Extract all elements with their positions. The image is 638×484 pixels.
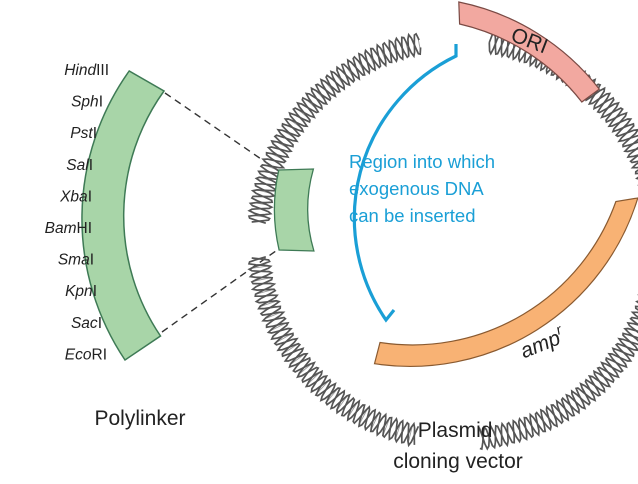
enzyme-label-italic: Eco: [65, 346, 92, 363]
region-text: Region into which exogenous DNA can be i…: [349, 151, 500, 226]
polylinker-insert-box: [273, 168, 315, 252]
enzyme-label-roman: HI: [77, 220, 93, 237]
plasmid-caption-line-2: cloning vector: [393, 450, 523, 473]
enzyme-label: SacI: [71, 315, 102, 332]
ori-segment: [458, 1, 601, 103]
plasmid-caption: Plasmid cloning vector: [393, 419, 523, 473]
connector-line-bottom: [161, 247, 281, 333]
enzyme-label: SphI: [71, 94, 103, 111]
enzyme-label-roman: I: [93, 283, 97, 300]
ampr-segment: [373, 197, 638, 367]
polylinker-caption: Polylinker: [94, 407, 185, 430]
enzyme-label-italic: Sph: [71, 94, 99, 111]
dna-strand: [247, 257, 420, 448]
plasmid-caption-line-1: Plasmid: [418, 419, 493, 442]
enzyme-label-italic: Bam: [45, 220, 77, 237]
ori-label: ORI: [508, 24, 551, 59]
polylinker-arc: [81, 70, 166, 362]
enzyme-label-italic: Sal: [66, 157, 89, 174]
enzyme-label-roman: I: [89, 157, 93, 174]
enzyme-label: SalI: [66, 157, 93, 174]
region-text-line-2: exogenous DNA: [349, 178, 484, 199]
enzyme-label-roman: I: [93, 125, 97, 142]
enzyme-label: XbaI: [59, 188, 92, 205]
restriction-site-list: HindIIISphIPstISalIXbaIBamHISmaIKpnISacI…: [45, 62, 109, 363]
ampr-label-superscript: r: [554, 321, 566, 338]
insertion-region-bracket: [352, 44, 458, 323]
enzyme-label: KpnI: [65, 283, 97, 300]
enzyme-label-italic: Xba: [59, 188, 88, 205]
region-text-line-1: Region into which: [349, 151, 495, 172]
enzyme-label-roman: I: [90, 252, 94, 269]
dna-strand: [247, 32, 420, 225]
enzyme-label-roman: RI: [92, 346, 108, 363]
enzyme-label-roman: I: [98, 315, 102, 332]
enzyme-label: SmaI: [58, 252, 94, 269]
enzyme-label: HindIII: [64, 62, 109, 79]
enzyme-label-italic: Kpn: [65, 283, 93, 300]
enzyme-label: PstI: [70, 125, 97, 142]
enzyme-label-italic: Sma: [58, 252, 90, 269]
enzyme-label-roman: I: [88, 188, 92, 205]
enzyme-label: BamHI: [45, 220, 92, 237]
region-text-line-3: can be inserted: [349, 205, 476, 226]
enzyme-label-italic: Hind: [64, 62, 97, 79]
enzyme-label-roman: I: [99, 94, 103, 111]
enzyme-label-italic: Sac: [71, 315, 98, 332]
enzyme-label-italic: Pst: [70, 125, 93, 142]
enzyme-label: EcoRI: [65, 346, 107, 363]
enzyme-label-roman: III: [96, 62, 109, 79]
